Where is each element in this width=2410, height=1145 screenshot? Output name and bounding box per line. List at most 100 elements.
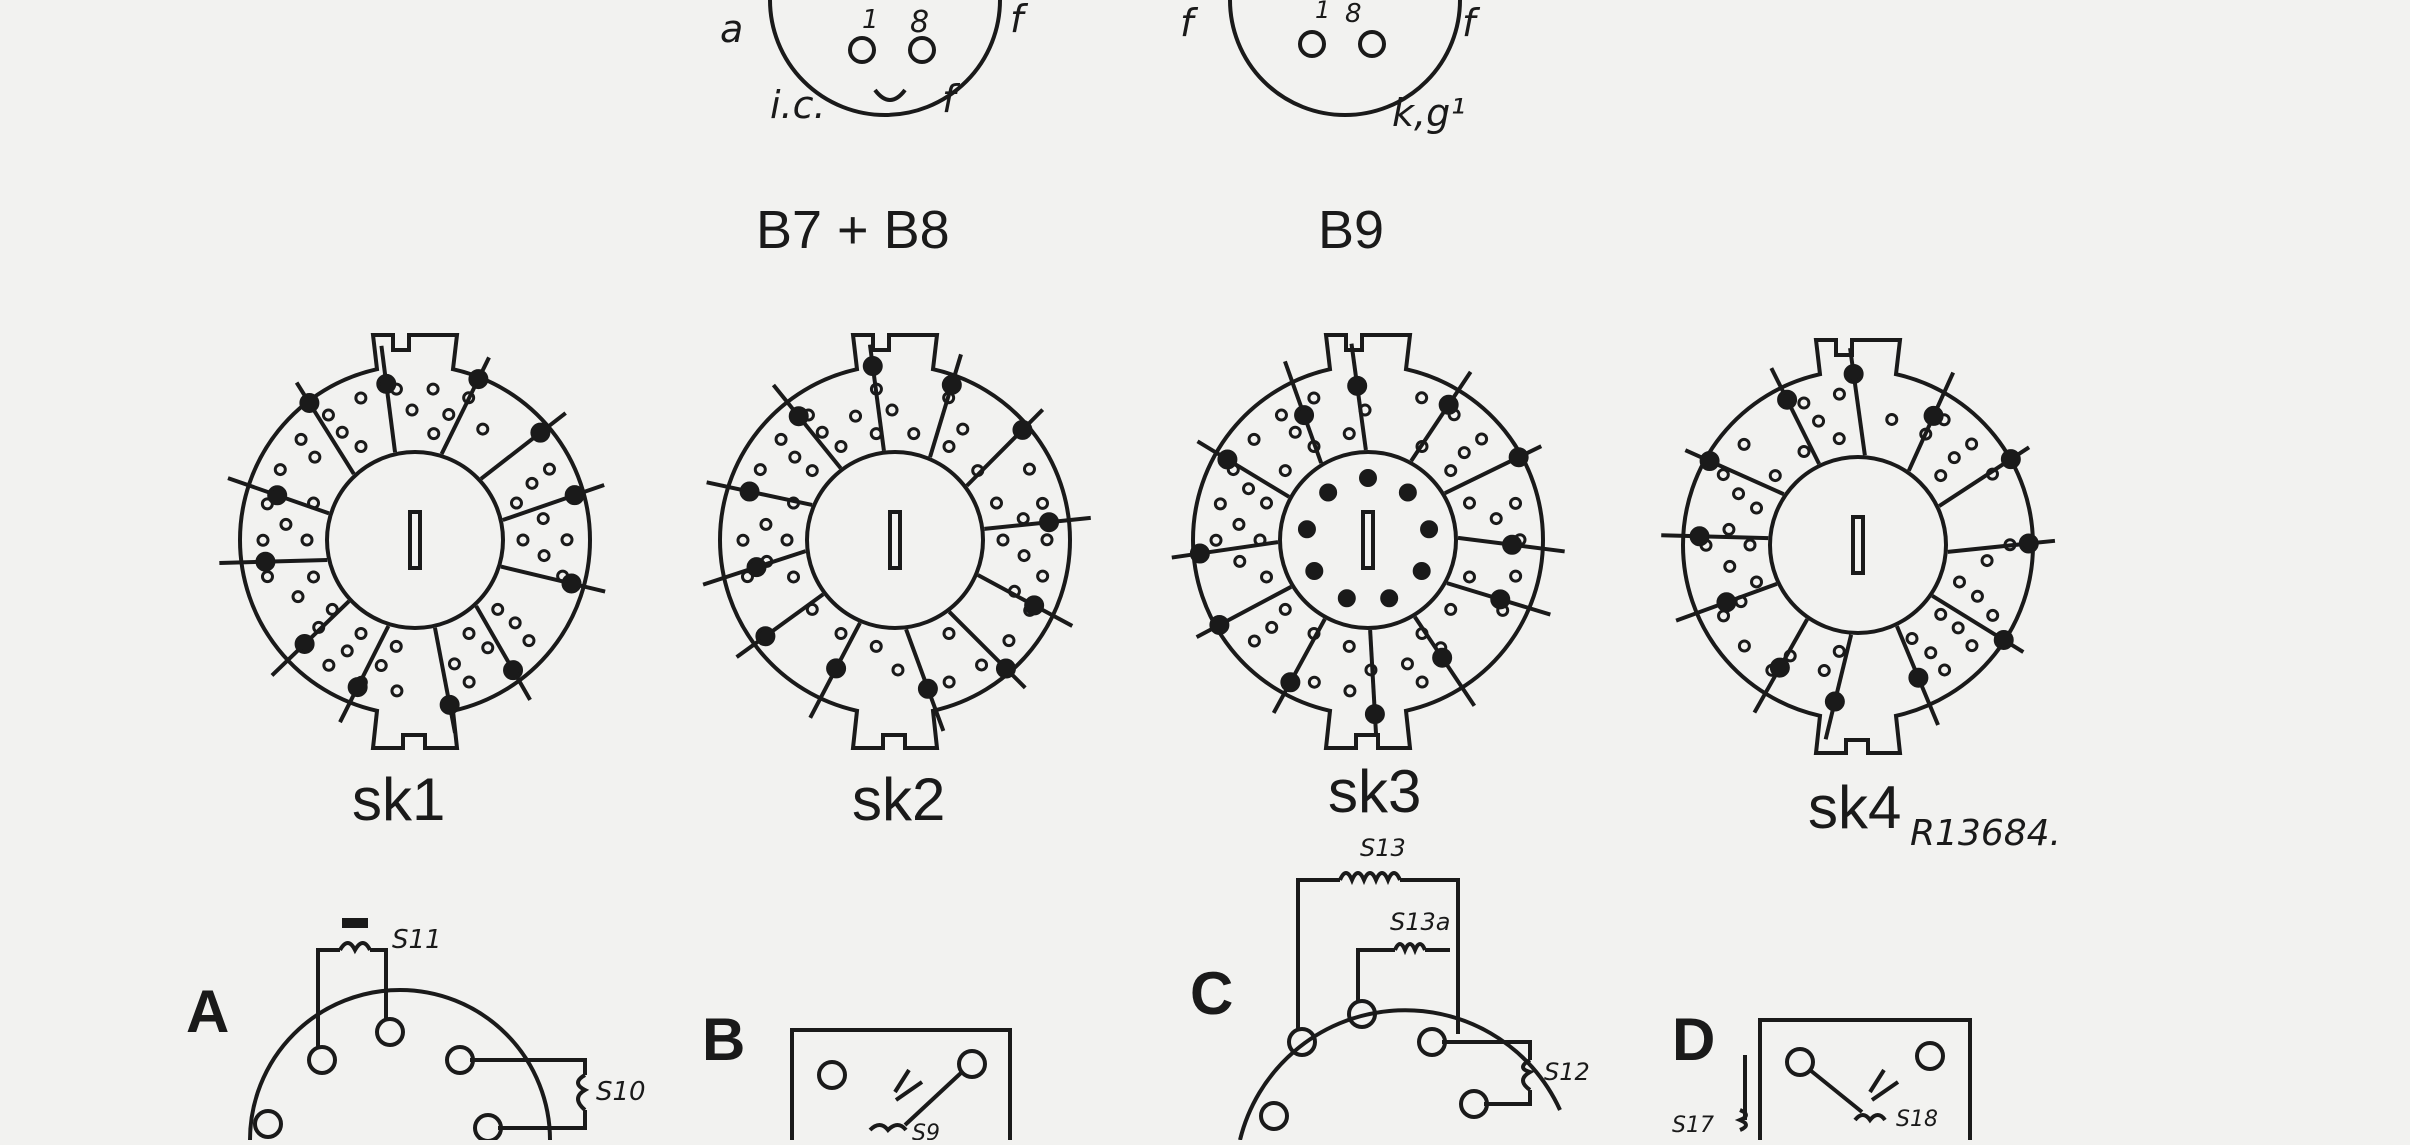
pin-label-1: 1 bbox=[862, 5, 879, 35]
coil-panel-d: D S17 S18 bbox=[1672, 1006, 1972, 1145]
socket-hole bbox=[1986, 608, 2000, 622]
socket-hole bbox=[849, 409, 863, 423]
socket-hole bbox=[491, 602, 505, 616]
pin-label-ic: i.c. bbox=[770, 83, 826, 127]
socket-hole bbox=[462, 627, 476, 641]
socket-hole bbox=[481, 641, 495, 655]
socket-wire bbox=[474, 605, 532, 701]
socket-hole bbox=[774, 432, 788, 446]
socket-hole bbox=[291, 590, 305, 604]
coil-panel-b: B S9 bbox=[702, 1006, 1012, 1145]
socket-hole bbox=[1233, 554, 1247, 568]
solder-point bbox=[1769, 657, 1790, 678]
socket-hole bbox=[462, 675, 476, 689]
socket-hole bbox=[476, 422, 490, 436]
socket-hole bbox=[996, 533, 1010, 547]
coil-label-s9: S9 bbox=[912, 1121, 940, 1140]
solder-point bbox=[788, 406, 809, 427]
coil-label-s10: S10 bbox=[596, 1077, 646, 1107]
socket-hole bbox=[1036, 496, 1050, 510]
socket-hole bbox=[442, 407, 456, 421]
socket-hole bbox=[542, 462, 556, 476]
socket-hole bbox=[891, 663, 905, 677]
socket-hole bbox=[1415, 391, 1429, 405]
socket-hole bbox=[736, 533, 750, 547]
socket-wire bbox=[1349, 343, 1368, 451]
solder-point bbox=[468, 369, 489, 390]
socket-hole bbox=[374, 659, 388, 673]
socket-hole bbox=[1737, 639, 1751, 653]
socket-hole bbox=[1278, 602, 1292, 616]
socket-inner-ring bbox=[325, 450, 505, 630]
pin-label-f-right: f bbox=[1462, 1, 1481, 45]
solder-point bbox=[826, 658, 847, 679]
panel-label-d: D bbox=[1672, 1006, 1715, 1073]
solder-point bbox=[530, 422, 551, 443]
socket-hole bbox=[1965, 437, 1979, 451]
socket-hole bbox=[1885, 412, 1899, 426]
socket-hole bbox=[1768, 469, 1782, 483]
socket-hole bbox=[294, 432, 308, 446]
socket-hole bbox=[1260, 496, 1274, 510]
heading-b7-b8: B7 + B8 bbox=[756, 200, 950, 260]
socket-label-sk3: sk3 bbox=[1328, 758, 1421, 825]
solder-point bbox=[564, 485, 585, 506]
socket-hole bbox=[759, 517, 773, 531]
socket-outline bbox=[238, 333, 592, 750]
socket-hole bbox=[273, 463, 287, 477]
socket-outline bbox=[1191, 333, 1545, 750]
solder-point bbox=[1012, 419, 1033, 440]
socket-hole bbox=[1832, 644, 1846, 658]
socket-outline bbox=[1681, 338, 2035, 755]
socket-wire bbox=[1823, 634, 1854, 740]
socket-hole bbox=[1965, 639, 1979, 653]
socket-inner-ring bbox=[1278, 450, 1458, 630]
socket-wire bbox=[976, 573, 1074, 628]
socket-hole bbox=[335, 425, 349, 439]
socket-hole bbox=[1924, 646, 1938, 660]
socket-wire bbox=[965, 408, 1045, 488]
solder-point bbox=[299, 392, 320, 413]
socket-hole bbox=[780, 533, 794, 547]
socket-hole bbox=[1737, 437, 1751, 451]
valve-pin bbox=[1420, 520, 1439, 539]
solder-point bbox=[439, 694, 460, 715]
socket-hole bbox=[325, 602, 339, 616]
coil-panel-a: A S11 S10 bbox=[186, 918, 646, 1143]
socket-wire bbox=[1409, 370, 1473, 463]
socket-wire bbox=[502, 483, 605, 522]
solder-point bbox=[941, 374, 962, 395]
socket-hole bbox=[516, 533, 530, 547]
solder-point bbox=[376, 373, 397, 394]
solder-point bbox=[1502, 534, 1523, 555]
socket-hole bbox=[885, 403, 899, 417]
socket-hole bbox=[1288, 425, 1302, 439]
socket-hole bbox=[942, 675, 956, 689]
solder-point bbox=[1716, 592, 1737, 613]
solder-point bbox=[503, 660, 524, 681]
socket-hole bbox=[1905, 632, 1919, 646]
socket-wire bbox=[1171, 540, 1279, 560]
socket-hole bbox=[1017, 549, 1031, 563]
socket-hole bbox=[1457, 446, 1471, 460]
socket-hole bbox=[1817, 664, 1831, 678]
solder-point bbox=[1908, 667, 1929, 688]
centre-slot bbox=[1851, 515, 1865, 575]
socket-hole bbox=[1444, 602, 1458, 616]
socket-hole bbox=[256, 533, 270, 547]
valve-base-left bbox=[768, 0, 1002, 117]
solder-point bbox=[1993, 629, 2014, 650]
socket-wire bbox=[928, 353, 963, 458]
socket-hole bbox=[815, 425, 829, 439]
trimmer-core-icon bbox=[342, 918, 368, 928]
solder-point bbox=[267, 485, 288, 506]
solder-point bbox=[1438, 394, 1459, 415]
socket-hole bbox=[956, 422, 970, 436]
socket-hole bbox=[1040, 533, 1054, 547]
socket-hole bbox=[942, 627, 956, 641]
socket-hole bbox=[869, 639, 883, 653]
socket-hole bbox=[1509, 569, 1523, 583]
socket-hole bbox=[321, 408, 335, 422]
valve-pin bbox=[1297, 520, 1316, 539]
solder-point bbox=[995, 658, 1016, 679]
